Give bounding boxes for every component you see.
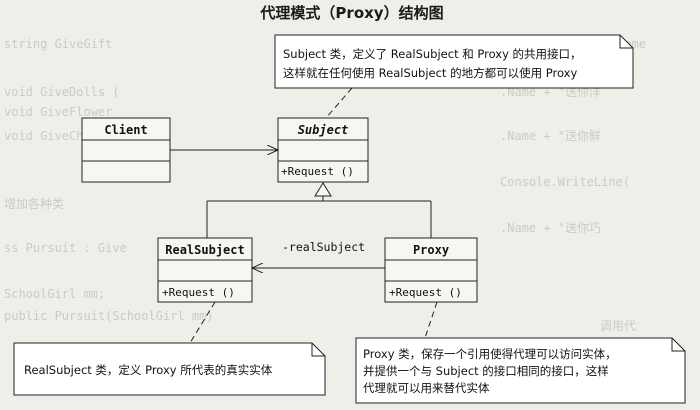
note-realsubject-line-1: RealSubject 类，定义 Proxy 所代表的真实实体	[24, 363, 273, 377]
class-client: Client	[81, 117, 171, 183]
svg-text:Console.WriteLine(: Console.WriteLine(	[500, 175, 630, 189]
association-role-label: -realSubject	[282, 240, 365, 254]
svg-text:.Name + "送你巧: .Name + "送你巧	[500, 220, 601, 235]
svg-text:增加各种类: 增加各种类	[4, 196, 64, 211]
svg-text:public Pursuit(SchoolGirl mm): public Pursuit(SchoolGirl mm)	[4, 309, 214, 323]
class-subject-operation: +Request ()	[281, 165, 354, 178]
diagram-title: 代理模式（Proxy）结构图	[259, 4, 443, 22]
class-realsubject-name: RealSubject	[165, 243, 244, 257]
class-subject-name: Subject	[298, 123, 349, 137]
note-subject-connector	[325, 87, 353, 119]
class-proxy-operation: +Request ()	[389, 286, 462, 299]
note-subject-line-2: 这样就在任何使用 RealSubject 的地方都可以使用 Proxy	[283, 66, 577, 80]
class-client-name: Client	[104, 123, 147, 137]
svg-text:调用代: 调用代	[600, 319, 636, 333]
generalization-arrow	[206, 182, 432, 238]
note-proxy-line-3: 代理就可以用来替代实体	[363, 381, 490, 395]
svg-text:.Name + "送你鲜: .Name + "送你鲜	[500, 128, 601, 143]
class-realsubject: RealSubject +Request ()	[157, 237, 253, 303]
svg-text:ss Pursuit : Give: ss Pursuit : Give	[4, 241, 127, 255]
note-proxy-line-1: Proxy 类，保存一个引用使得代理可以访问实体，	[363, 347, 617, 361]
note-subject-line-1: Subject 类，定义了 RealSubject 和 Proxy 的共用接口，	[283, 47, 582, 61]
class-proxy: Proxy +Request ()	[384, 237, 478, 303]
svg-text:string GiveGift: string GiveGift	[4, 37, 112, 51]
class-proxy-name: Proxy	[413, 243, 449, 257]
svg-text:void GiveFlower: void GiveFlower	[4, 105, 112, 119]
note-realsubject: RealSubject 类，定义 Proxy 所代表的真实实体	[13, 342, 326, 396]
note-proxy: Proxy 类，保存一个引用使得代理可以访问实体， 并提供一个与 Subject…	[355, 337, 686, 404]
note-realsubject-connector	[189, 301, 216, 344]
svg-text:SchoolGirl mm;: SchoolGirl mm;	[4, 287, 105, 301]
note-subject: Subject 类，定义了 RealSubject 和 Proxy 的共用接口，…	[274, 34, 634, 89]
class-realsubject-operation: +Request ()	[162, 286, 235, 299]
class-subject: Subject +Request ()	[277, 117, 369, 183]
note-proxy-line-2: 并提供一个与 Subject 的接口相同的接口，这样	[363, 364, 609, 378]
svg-text:void GiveDolls (: void GiveDolls (	[4, 85, 120, 99]
note-proxy-connector	[424, 301, 438, 339]
